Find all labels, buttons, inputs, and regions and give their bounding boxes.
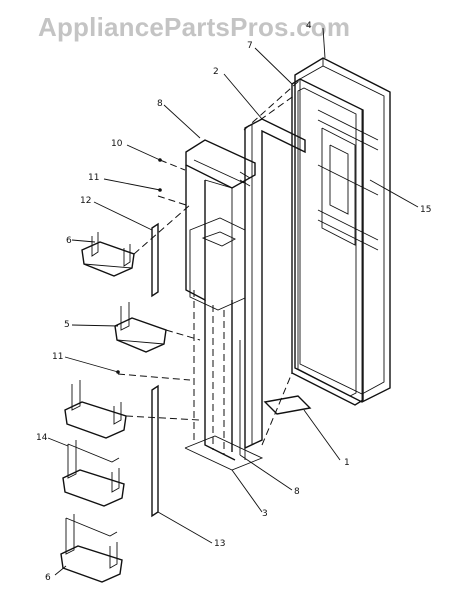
callout-6-upper: 6: [66, 236, 72, 246]
callout-11-upper: 11: [88, 173, 99, 183]
leader-lines: [47, 27, 419, 576]
door-shelf-upper: [81, 232, 135, 277]
callout-8: 8: [157, 99, 163, 109]
callout-labels: 4 7 2 8 10 11 12 6 5 11 14 6 13 3 8 1 15: [36, 21, 431, 583]
callout-3: 3: [262, 509, 268, 519]
callout-4: 4: [306, 21, 312, 31]
callout-7: 7: [247, 41, 253, 51]
assembly-lines: [117, 79, 301, 446]
callout-14: 14: [36, 433, 48, 443]
callout-9: 8: [294, 487, 300, 497]
trim-strip-upper: [151, 222, 159, 298]
callout-6-lower: 6: [45, 573, 51, 583]
callout-10: 10: [111, 139, 123, 149]
callout-1: 1: [344, 458, 350, 468]
callout-11-lower: 11: [52, 352, 63, 362]
door-shelf-lower-1: [64, 380, 127, 439]
watermark-text: AppliancePartsPros.com: [38, 12, 351, 42]
callout-12: 12: [80, 196, 91, 206]
callout-5: 5: [64, 320, 70, 330]
callout-13: 13: [214, 539, 225, 549]
door-liner: [244, 118, 306, 450]
dispenser-housing: [185, 139, 256, 311]
bottom-trim-bar: [263, 395, 312, 415]
door-dike-panels: [184, 290, 264, 471]
outer-door-panel: [294, 57, 391, 403]
door-shelf-lower-2: [62, 440, 125, 507]
door-gasket: [291, 78, 364, 406]
door-shelf-middle: [114, 302, 167, 353]
callout-2: 2: [213, 67, 219, 77]
trim-strip-lower: [151, 384, 159, 518]
door-shelf-lower-3: [60, 514, 123, 583]
callout-15: 15: [420, 205, 431, 215]
